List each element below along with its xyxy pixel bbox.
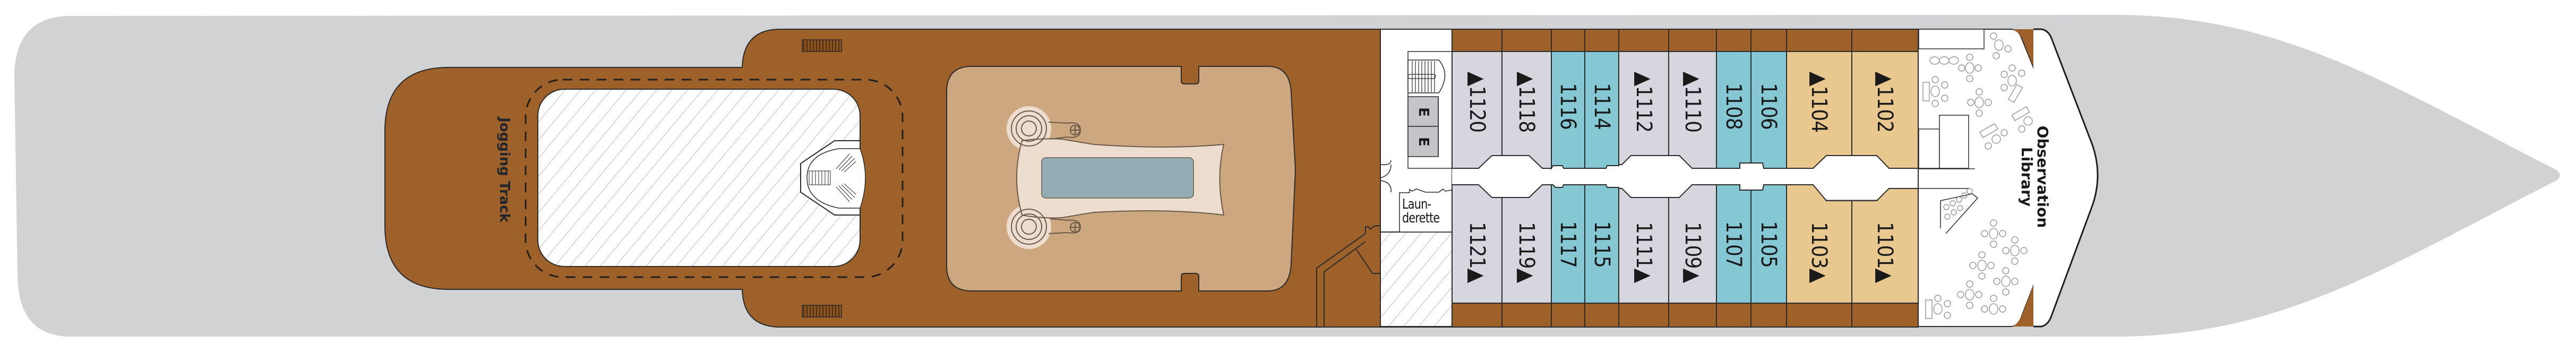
- cabin-label-1112[interactable]: ▲1112: [1632, 71, 1656, 133]
- vent-grille-bottom: [802, 305, 842, 317]
- library-furniture-icon: [1922, 32, 2033, 319]
- cabin-label-1105[interactable]: 1105: [1756, 221, 1781, 268]
- cabin-label-1107[interactable]: 1107: [1721, 221, 1746, 268]
- launderette-label-line2: derette: [1402, 210, 1440, 226]
- forward-bulwark: [2033, 28, 2099, 328]
- elevator-2: [1407, 126, 1439, 157]
- cabin-label-1121[interactable]: 1121▲: [1465, 221, 1489, 283]
- cabin-label-1106[interactable]: 1106: [1756, 83, 1781, 130]
- jogging-track-label: Jogging Track: [496, 117, 512, 222]
- swimming-pool: [1041, 157, 1194, 199]
- door-icon: [1380, 160, 1392, 193]
- cabin-label-1108[interactable]: 1108: [1721, 83, 1746, 130]
- launderette-label-line1: Laun-: [1402, 196, 1431, 212]
- cabin-label-1117[interactable]: 1117: [1556, 221, 1580, 268]
- cabin-label-1115[interactable]: 1115: [1590, 221, 1614, 268]
- cabin-label-1101[interactable]: 1101▲: [1873, 221, 1897, 283]
- observation-library-label-line1: Observation: [2034, 125, 2051, 228]
- cabin-label-1116[interactable]: 1116: [1556, 83, 1580, 130]
- observation-library-label-line2: Library: [2018, 147, 2036, 207]
- cabin-label-1103[interactable]: 1103▲: [1807, 221, 1831, 283]
- cabin-label-1111[interactable]: 1111▲: [1632, 221, 1656, 283]
- cabin-label-1114[interactable]: 1114: [1590, 83, 1614, 130]
- library-walls: [1918, 29, 1985, 234]
- cabin-block: [1452, 29, 1919, 328]
- aft-staircase-icon: [800, 140, 866, 216]
- cabin-label-1120[interactable]: ▲1120: [1465, 71, 1489, 133]
- cabin-label-1110[interactable]: ▲1110: [1680, 71, 1705, 133]
- cabin-label-1118[interactable]: ▲1118: [1514, 71, 1539, 133]
- cabin-label-1109[interactable]: 1109▲: [1680, 221, 1705, 283]
- cabin-label-1119[interactable]: 1119▲: [1514, 221, 1539, 283]
- vent-grille-top: [802, 39, 842, 52]
- observation-library-label: Observation Library: [2018, 125, 2051, 228]
- cabin-1115: [1584, 184, 1619, 304]
- cabin-1117: [1551, 184, 1585, 304]
- elevator-2-label: E: [1415, 137, 1431, 147]
- elevator-1-label: E: [1415, 107, 1431, 117]
- crew-area-hatched: [1380, 231, 1453, 327]
- launderette-label: Laun- derette: [1402, 196, 1440, 226]
- cabin-label-1104[interactable]: ▲1104: [1807, 71, 1831, 133]
- cabin-label-1102[interactable]: ▲1102: [1873, 71, 1897, 133]
- deck-outline-lines: [1316, 225, 1381, 327]
